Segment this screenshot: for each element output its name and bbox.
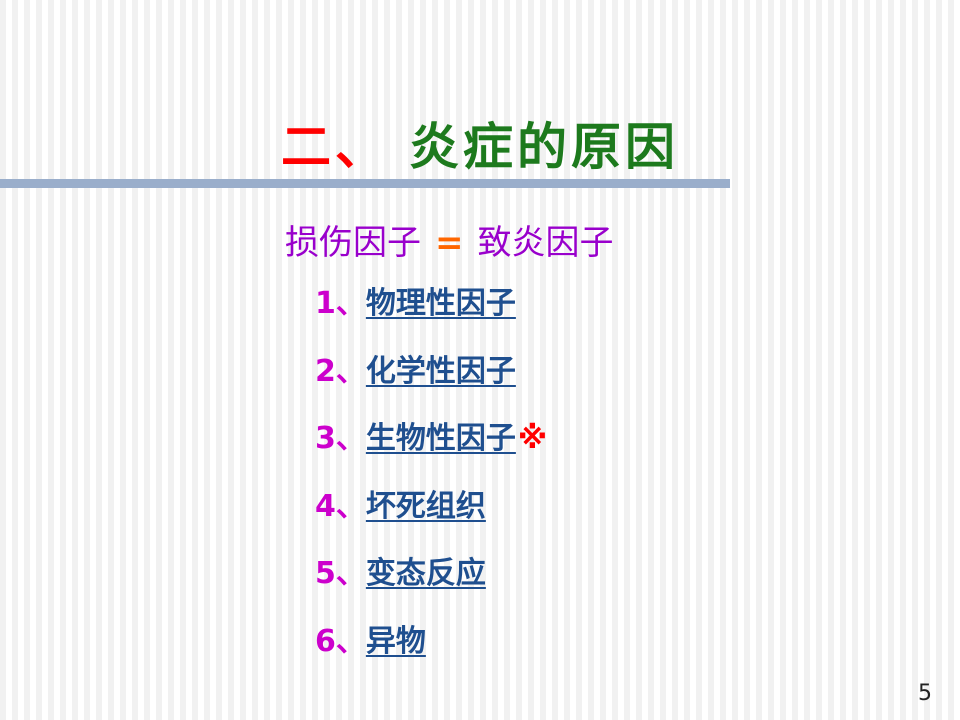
- list-item: 6、异物: [315, 618, 547, 686]
- factor-list: 1、物理性因子 2、化学性因子 3、生物性因子※ 4、坏死组织 5、变态反应 6…: [315, 280, 547, 685]
- list-item-number: 3、: [315, 421, 366, 456]
- slide-title: 二、炎症的原因: [0, 112, 960, 182]
- link-biological-factor[interactable]: 生物性因子: [365, 421, 516, 456]
- list-item: 3、生物性因子※: [315, 415, 547, 483]
- link-physical-factor[interactable]: 物理性因子: [365, 286, 516, 321]
- equation: 损伤因子 = 致炎因子: [285, 218, 614, 268]
- link-necrotic-tissue[interactable]: 坏死组织: [365, 488, 486, 524]
- equation-left: 损伤因子: [285, 223, 421, 263]
- list-item: 4、坏死组织: [315, 483, 547, 551]
- reference-mark: ※: [517, 421, 548, 456]
- link-allergic-reaction[interactable]: 变态反应: [365, 556, 486, 591]
- page-number: 5: [918, 681, 932, 706]
- list-item: 2、化学性因子: [315, 348, 547, 416]
- equation-sign: =: [435, 223, 464, 263]
- list-item-number: 4、: [315, 488, 366, 524]
- list-item-number: 6、: [315, 623, 366, 659]
- link-foreign-body[interactable]: 异物: [365, 623, 426, 659]
- link-chemical-factor[interactable]: 化学性因子: [365, 353, 516, 389]
- list-item-number: 1、: [315, 286, 366, 321]
- title-text: 炎症的原因: [409, 116, 679, 176]
- list-item: 5、变态反应: [315, 550, 547, 618]
- title-number: 二、: [281, 116, 389, 176]
- equation-right: 致炎因子: [477, 223, 614, 263]
- title-divider: [0, 179, 730, 188]
- list-item: 1、物理性因子: [315, 280, 547, 348]
- list-item-number: 5、: [315, 556, 366, 591]
- list-item-number: 2、: [315, 353, 366, 389]
